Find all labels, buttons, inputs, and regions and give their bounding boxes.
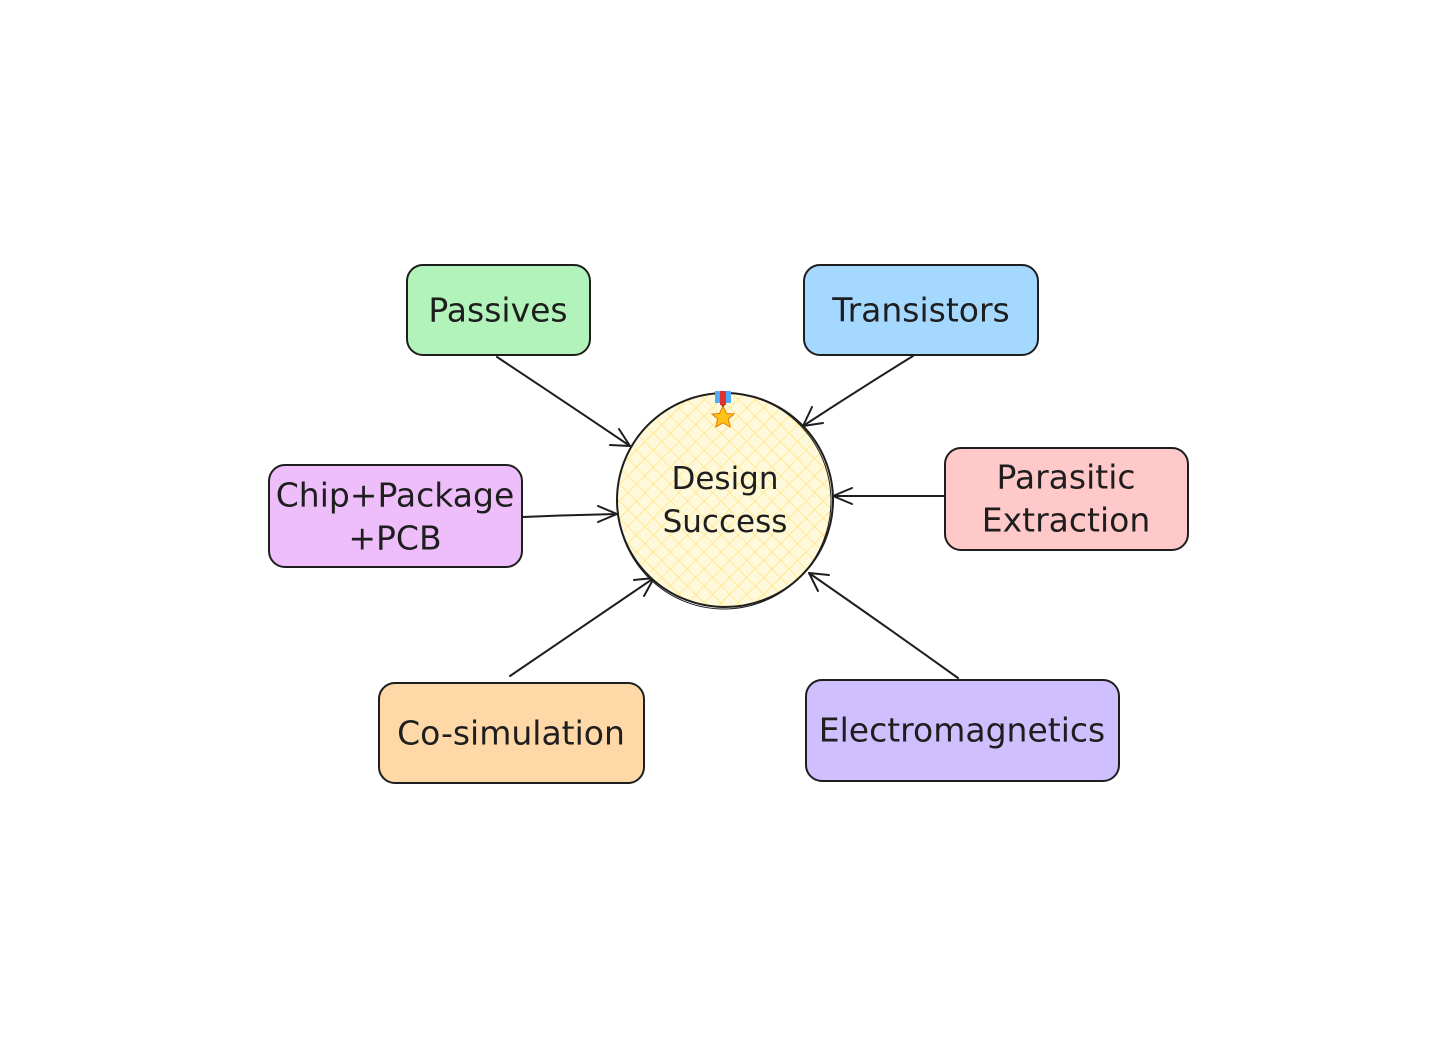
center-node[interactable]: Design Success bbox=[616, 392, 834, 610]
node-parasitic-label-line2: Extraction bbox=[982, 501, 1150, 540]
edge-chip-package-to-center bbox=[522, 505, 618, 523]
edge-em-to-center bbox=[808, 572, 959, 679]
node-em-label: Electromagnetics bbox=[819, 711, 1105, 750]
node-electromagnetics[interactable]: Electromagnetics bbox=[805, 679, 1120, 782]
node-chip-package-label-line2: +PCB bbox=[348, 519, 441, 558]
center-label-line2: Success bbox=[663, 504, 788, 540]
node-chip-package-pcb[interactable]: Chip+Package +PCB bbox=[268, 464, 523, 568]
center-label-line1: Design bbox=[671, 461, 778, 497]
node-passives[interactable]: Passives bbox=[406, 264, 591, 356]
edge-parasitic-to-center bbox=[832, 487, 946, 505]
node-passives-label: Passives bbox=[428, 291, 567, 330]
node-chip-package-label-line1: Chip+Package bbox=[276, 476, 515, 515]
node-transistors[interactable]: Transistors bbox=[803, 264, 1039, 356]
node-transistors-label: Transistors bbox=[831, 291, 1009, 330]
edge-passives-to-center bbox=[496, 356, 631, 447]
edge-cosim-to-center bbox=[509, 577, 655, 677]
medal-icon bbox=[710, 391, 736, 429]
node-parasitic-extraction[interactable]: Parasitic Extraction bbox=[944, 447, 1189, 551]
edge-transistors-to-center bbox=[802, 355, 914, 427]
node-cosim-label: Co-simulation bbox=[397, 714, 625, 753]
node-parasitic-label-line1: Parasitic bbox=[996, 458, 1135, 497]
node-co-simulation[interactable]: Co-simulation bbox=[378, 682, 645, 784]
